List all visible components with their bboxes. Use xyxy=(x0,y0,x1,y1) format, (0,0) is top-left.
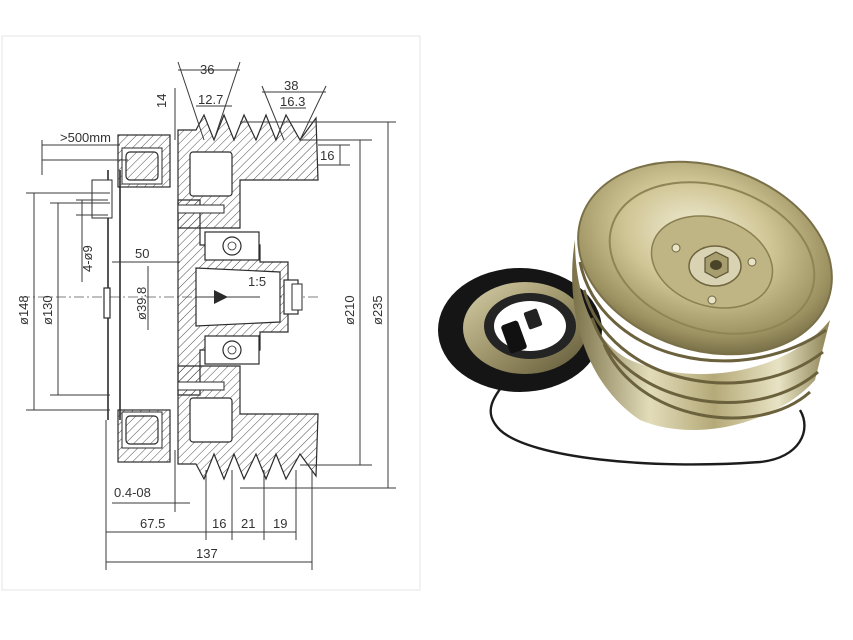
dim-gap: 0.4-08 xyxy=(114,485,151,500)
dim-21: 21 xyxy=(241,516,255,531)
dim-16-bottom: 16 xyxy=(212,516,226,531)
dimension-lines xyxy=(26,61,396,570)
field-coil xyxy=(438,268,602,392)
bearing-top xyxy=(204,231,260,261)
bolt-top xyxy=(177,204,225,214)
dim-137: 137 xyxy=(196,546,218,561)
bearing-bottom xyxy=(204,335,260,365)
dim-235: ø235 xyxy=(370,295,385,325)
dim-38: 38 xyxy=(284,78,298,93)
dim-50: 50 xyxy=(135,246,149,261)
coil-top xyxy=(117,134,171,188)
dim-19: 19 xyxy=(273,516,287,531)
dim-130: ø130 xyxy=(40,295,55,325)
clutch-pulley xyxy=(572,160,833,431)
dim-holes: 4-ø9 xyxy=(80,245,95,272)
dim-14: 14 xyxy=(154,94,169,108)
dim-148: ø148 xyxy=(16,295,31,325)
product-photo xyxy=(428,155,853,495)
dim-39-8: ø39.8 xyxy=(134,287,149,320)
dim-16-3: 16.3 xyxy=(280,94,305,109)
dim-36: 36 xyxy=(200,62,214,77)
dim-16-top: 16 xyxy=(320,148,334,163)
dim-12-7: 12.7 xyxy=(198,92,223,107)
dim-210: ø210 xyxy=(342,295,357,325)
bolt-bottom xyxy=(177,381,225,391)
pulley-rim-bottom xyxy=(177,365,319,481)
dim-67-5: 67.5 xyxy=(140,516,165,531)
dimension-labels: 36 12.7 14 38 16.3 16 >500mm 4-ø9 50 ø39… xyxy=(16,62,385,561)
coil-bottom xyxy=(117,409,171,463)
technical-drawing: 36 12.7 14 38 16.3 16 >500mm 4-ø9 50 ø39… xyxy=(1,35,421,591)
lead-connector xyxy=(91,179,113,219)
dim-lead: >500mm xyxy=(60,130,111,145)
taper-arrow xyxy=(214,290,228,304)
dim-taper: 1:5 xyxy=(248,274,266,289)
pulley-rim-top xyxy=(177,113,319,229)
